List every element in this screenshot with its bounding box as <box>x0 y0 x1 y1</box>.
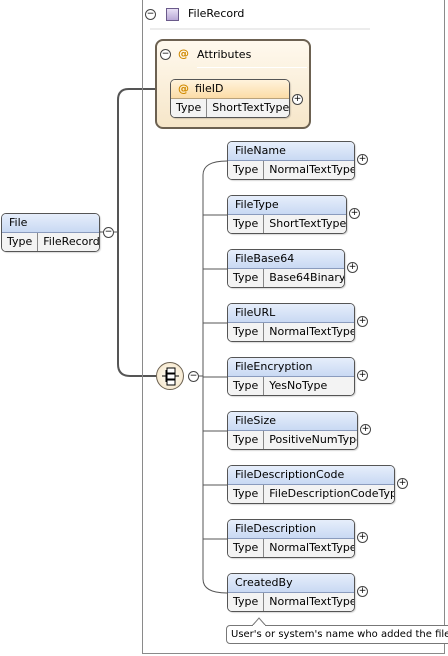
filerecord-complex-type-frame <box>142 0 445 654</box>
element-name: FileEncryption <box>235 360 313 373</box>
attribute-icon: @ <box>178 82 189 95</box>
type-value: FileDescriptionCodeType <box>269 487 395 500</box>
element-fileurl[interactable]: FileURL Type NormalTextType <box>227 303 355 342</box>
expand-icon[interactable]: + <box>357 586 368 597</box>
element-name: FileDescription <box>235 522 317 535</box>
sequence-compositor-icon <box>162 367 179 386</box>
attributes-label: Attributes <box>197 48 252 61</box>
type-label: Type <box>228 215 265 233</box>
element-name: CreatedBy <box>235 576 293 589</box>
expand-icon[interactable]: + <box>357 532 368 543</box>
type-value: YesNoType <box>269 379 328 392</box>
complex-type-title: FileRecord <box>188 7 245 20</box>
collapse-toggle-icon[interactable]: − <box>103 227 114 238</box>
element-name: FileSize <box>235 414 276 427</box>
element-name: FileName <box>235 144 286 157</box>
type-label: Type <box>228 539 265 557</box>
attribute-fileid[interactable]: @ fileID Type ShortTextType <box>170 79 290 118</box>
expand-icon[interactable]: + <box>397 478 408 489</box>
attribute-name: fileID <box>195 82 224 95</box>
element-name: FileDescriptionCode <box>235 468 345 481</box>
attributes-group: − @ Attributes @ fileID Type ShortTextType <box>155 39 311 129</box>
collapse-toggle-icon[interactable]: − <box>188 371 199 382</box>
collapse-toggle-icon[interactable]: − <box>145 9 156 20</box>
type-value: ShortTextType <box>269 217 347 230</box>
sequence-compositor[interactable] <box>156 362 184 390</box>
expand-icon[interactable]: + <box>349 208 360 219</box>
type-label: Type <box>228 593 265 611</box>
type-value: Base64Binary <box>269 271 345 284</box>
expand-icon[interactable]: + <box>292 94 303 105</box>
tooltip-pointer <box>251 617 267 627</box>
element-tooltip: User's or system's name who added the fi… <box>226 625 448 644</box>
collapse-toggle-icon[interactable]: − <box>160 49 171 60</box>
expand-icon[interactable]: + <box>357 370 368 381</box>
type-value: NormalTextType <box>269 595 355 608</box>
type-value: PositiveNumType <box>269 433 358 446</box>
expand-icon[interactable]: + <box>357 316 368 327</box>
attribute-icon: @ <box>178 47 189 60</box>
element-name: FileBase64 <box>235 252 295 265</box>
element-name: File <box>9 216 28 229</box>
type-value: NormalTextType <box>269 163 355 176</box>
type-value: FileRecord <box>43 235 100 248</box>
element-name: FileType <box>235 198 279 211</box>
type-value: ShortTextType <box>212 101 290 114</box>
expand-icon[interactable]: + <box>347 262 358 273</box>
type-label: Type <box>228 431 265 449</box>
expand-icon[interactable]: + <box>360 424 371 435</box>
type-value: NormalTextType <box>269 541 355 554</box>
type-label: Type <box>228 269 265 287</box>
complex-type-icon <box>166 8 179 21</box>
type-label: Type <box>228 377 265 395</box>
element-name: FileURL <box>235 306 276 319</box>
type-label: Type <box>171 99 208 117</box>
type-label: Type <box>228 323 265 341</box>
type-value: NormalTextType <box>269 325 355 338</box>
type-label: Type <box>228 485 265 503</box>
element-file[interactable]: File Type FileRecord <box>1 213 100 252</box>
type-label: Type <box>2 233 39 251</box>
type-label: Type <box>228 161 265 179</box>
expand-icon[interactable]: + <box>357 154 368 165</box>
